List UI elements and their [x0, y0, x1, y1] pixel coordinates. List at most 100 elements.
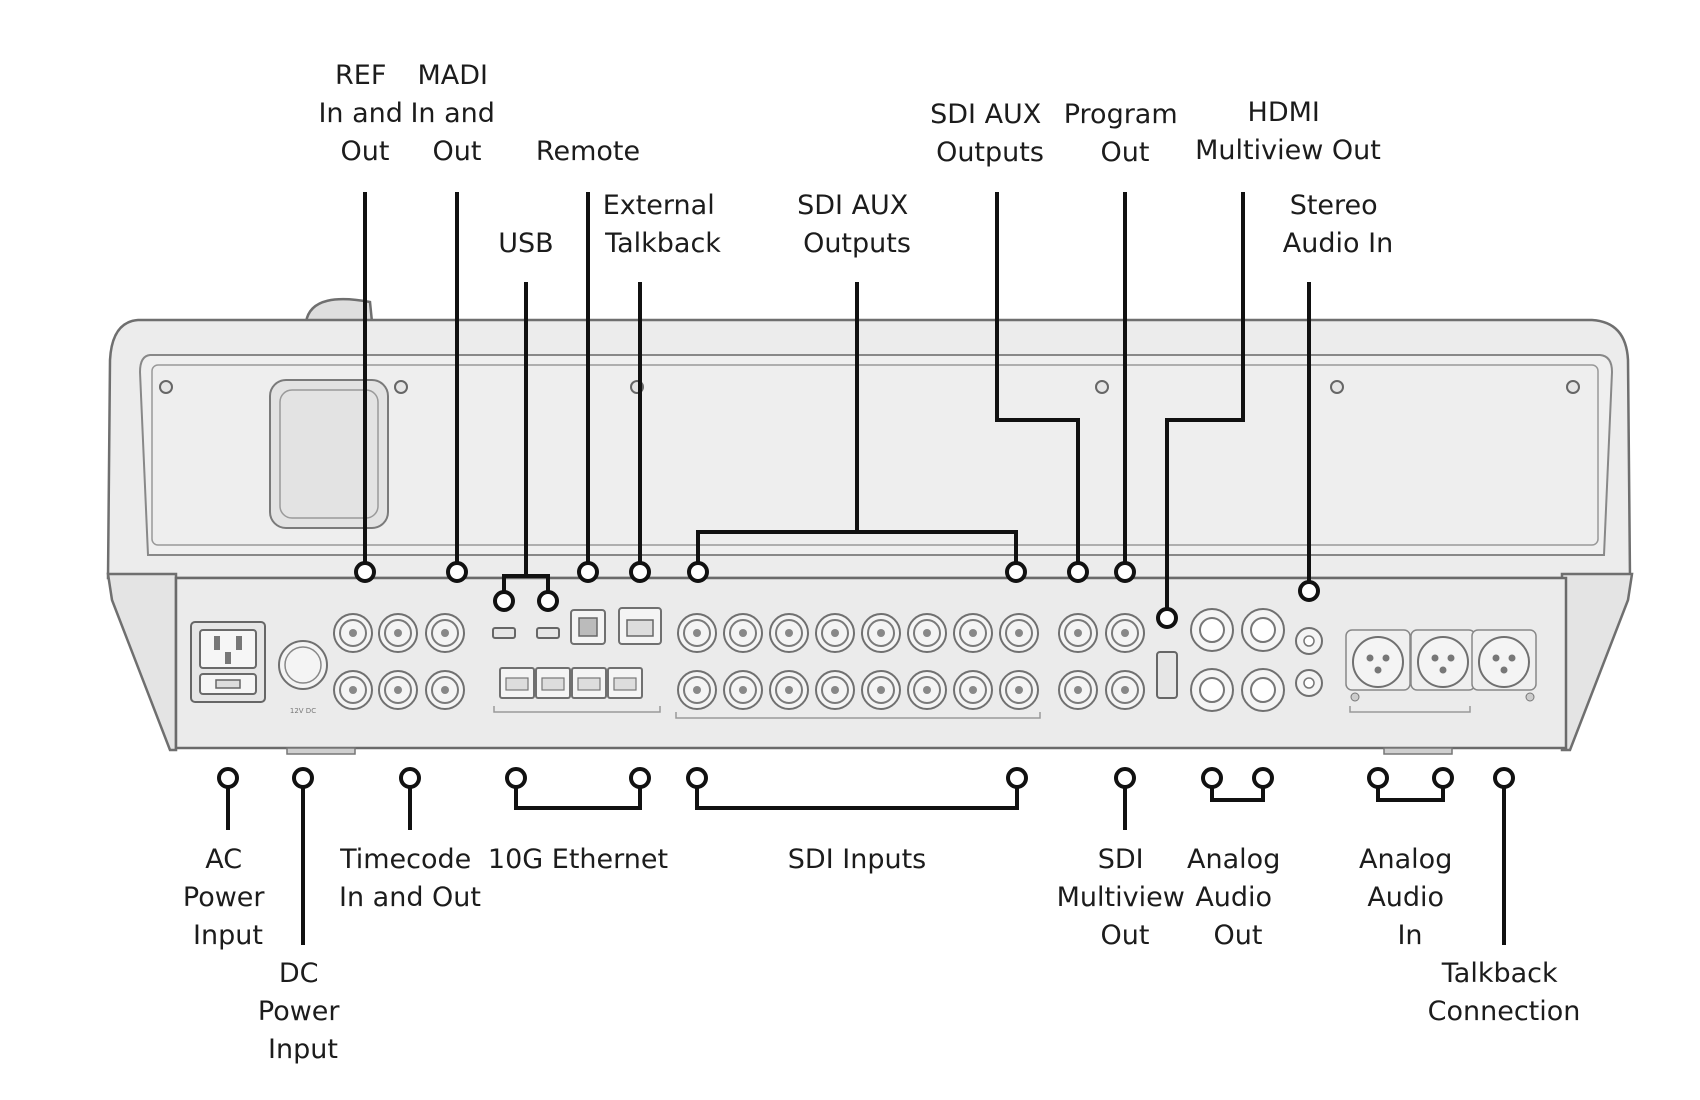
right-wing [1560, 572, 1634, 752]
connector-parts [333, 607, 1537, 719]
ac-inlet [190, 621, 266, 703]
xlr-pin [1439, 666, 1447, 674]
leader-dot [1432, 767, 1454, 789]
bnc-ring [821, 676, 849, 704]
screw [1095, 380, 1109, 394]
bnc-pin [349, 686, 357, 694]
leader-dot [687, 561, 709, 583]
label-program-out: Program Out [1064, 99, 1187, 168]
leader-dot [292, 767, 314, 789]
leader-dot [686, 767, 708, 789]
bnc-ring [431, 619, 459, 647]
ethernet-bracket [493, 706, 661, 713]
screw [159, 380, 173, 394]
bnc-pin [1015, 686, 1023, 694]
xlr-pin [1382, 654, 1390, 662]
bnc-ring [1005, 676, 1033, 704]
leader-dot [1156, 607, 1178, 629]
bnc-pin [877, 629, 885, 637]
leader-dot [1114, 561, 1136, 583]
bnc-ring [683, 676, 711, 704]
label-ref: REF In and Out [318, 60, 411, 167]
foot-left [286, 747, 356, 755]
bnc-ring [339, 619, 367, 647]
leader-dot [1252, 767, 1274, 789]
leader-dot [354, 561, 376, 583]
xlr-pin [1492, 654, 1500, 662]
trs-jack-inner [1250, 617, 1276, 643]
trs-jack-inner [1199, 617, 1225, 643]
bnc-pin [785, 629, 793, 637]
bnc-pin [923, 686, 931, 694]
panel-screw [1525, 692, 1535, 702]
bnc-pin [739, 686, 747, 694]
leader-dot [1493, 767, 1515, 789]
label-sdi-inputs: SDI Inputs [788, 844, 926, 875]
bnc-pin [349, 629, 357, 637]
ethernet-port-inner [613, 677, 637, 691]
label-usb: USB [498, 228, 553, 259]
panel-screw [1350, 692, 1360, 702]
screw [1330, 380, 1344, 394]
label-ac-power: AC Power Input [183, 844, 273, 951]
label-sdi-aux-right: SDI AUX Outputs [930, 99, 1050, 168]
bnc-pin [441, 629, 449, 637]
leader-sdi-inputs [695, 778, 1019, 810]
label-ethernet: 10G Ethernet [488, 844, 668, 875]
bnc-ring [384, 676, 412, 704]
label-sdi-aux-top: SDI AUX Outputs [797, 190, 917, 259]
ethernet-port-inner [577, 677, 601, 691]
bnc-ring [1064, 619, 1092, 647]
bnc-pin [693, 629, 701, 637]
xlr-connector [1352, 636, 1404, 688]
label-talkback: Talkback Connection [1428, 958, 1581, 1027]
rca-jack-inner [1303, 677, 1315, 689]
bnc-ring [867, 619, 895, 647]
trs-jack-inner [1199, 677, 1225, 703]
leader-hdmi-multiview [1165, 192, 1245, 618]
leader-dot [537, 590, 559, 612]
hdmi-port [1156, 651, 1178, 699]
bnc-pin [1074, 629, 1082, 637]
label-timecode: Timecode In and Out [339, 844, 481, 913]
screw [394, 380, 408, 394]
bnc-pin [877, 686, 885, 694]
leader-dot [446, 561, 468, 583]
leader-dot [493, 590, 515, 612]
sdi-bracket [675, 712, 1041, 719]
xlr-bracket [1349, 706, 1471, 713]
talkback-port-inner [626, 619, 654, 637]
foot-right [1383, 747, 1453, 755]
label-dc-power: DC Power Input [258, 958, 348, 1065]
label-madi: MADI In and Out [410, 60, 503, 167]
bnc-ring [384, 619, 412, 647]
bnc-pin [831, 686, 839, 694]
dc-power-connector: 12V DC [278, 640, 328, 715]
rca-jack-inner [1303, 635, 1315, 647]
leader-usb-bar [502, 574, 550, 600]
leader-dot [399, 767, 421, 789]
usb-port [492, 627, 516, 639]
leader-sdi-aux-top-bar [696, 530, 1018, 572]
bnc-ring [959, 619, 987, 647]
recess-inner [151, 364, 1599, 546]
bnc-ring [775, 676, 803, 704]
leader-dot [629, 561, 651, 583]
leader-sdi-aux-right [995, 192, 1080, 572]
xlr-connector [1417, 636, 1469, 688]
leader-lines [217, 192, 1515, 945]
leader-dot [505, 767, 527, 789]
bnc-ring [913, 619, 941, 647]
bnc-ring [1111, 676, 1139, 704]
connector-plate [174, 576, 1568, 750]
label-analog-audio-out: Analog Audio Out [1187, 844, 1289, 951]
xlr-pin [1366, 654, 1374, 662]
left-wing [106, 572, 178, 752]
ethernet-port-inner [505, 677, 529, 691]
bnc-pin [394, 629, 402, 637]
bnc-ring [683, 619, 711, 647]
bnc-ring [821, 619, 849, 647]
leader-dot [1201, 767, 1223, 789]
screw [1566, 380, 1580, 394]
label-external-talkback: External Talkback [603, 190, 724, 259]
